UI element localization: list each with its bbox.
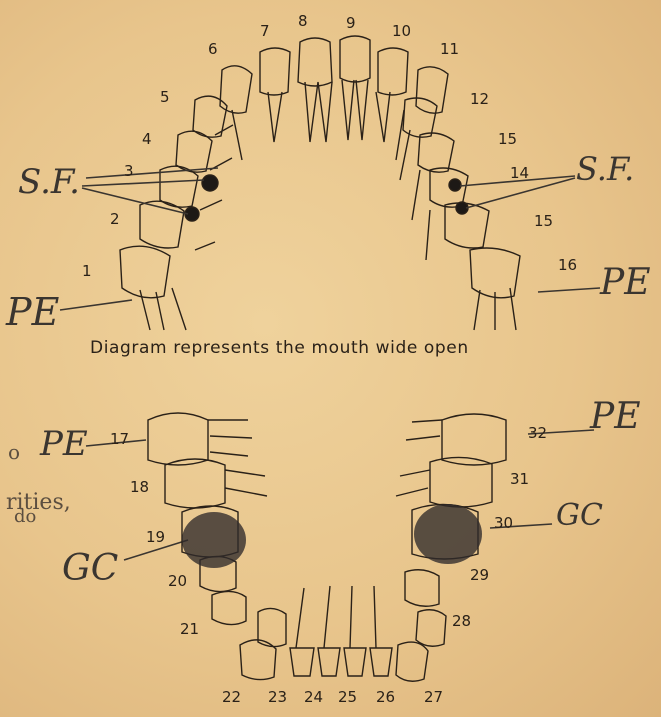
tooth-11 (416, 67, 448, 113)
tooth-6 (220, 66, 252, 113)
tooth-number: 10 (392, 22, 411, 40)
tooth-17 (148, 413, 208, 465)
tooth-27 (396, 642, 428, 681)
tooth-17-roots (208, 420, 252, 456)
tooth-23 (290, 648, 314, 676)
tooth-9 (340, 36, 370, 82)
gc-shading (182, 504, 482, 568)
pe-label-upper-left: PE (6, 290, 59, 334)
sf-markers (185, 175, 468, 221)
tooth-number: 14 (510, 164, 529, 182)
tooth-26 (370, 648, 392, 676)
tooth-number: 5 (160, 88, 170, 106)
tooth-number: 6 (208, 40, 218, 58)
tooth-21 (212, 591, 246, 624)
sf-label-right: S.F. (576, 150, 634, 188)
tooth-number: 15 (534, 212, 553, 230)
tooth-number: 32 (528, 424, 547, 442)
tooth-number: 27 (424, 688, 443, 706)
tooth-number: 15 (498, 130, 517, 148)
tooth-number: 2 (110, 210, 120, 228)
tooth-number: 1 (82, 262, 92, 280)
sf-label-left: S.F. (18, 162, 80, 202)
tooth-25 (344, 648, 366, 676)
tooth-10 (378, 48, 408, 95)
tooth-number: 17 (110, 430, 129, 448)
tooth-1 (120, 246, 170, 298)
canine-roots (232, 110, 404, 160)
tooth-12 (403, 98, 437, 137)
tooth-number: 16 (558, 256, 577, 274)
tooth-24 (318, 648, 340, 676)
pe-label-lower-right: PE (590, 396, 641, 437)
tooth-number: 25 (338, 688, 357, 706)
tooth-18-roots (225, 470, 267, 496)
tooth-number: 28 (452, 612, 471, 630)
tooth-number: 21 (180, 620, 199, 638)
tooth-16-roots (474, 288, 516, 330)
tooth-9-root (342, 80, 368, 140)
tooth-number: 30 (494, 514, 513, 532)
tooth-13 (418, 133, 454, 172)
annotation-leaders (60, 168, 600, 560)
gc-label-left: GC (62, 548, 118, 589)
tooth-7 (260, 48, 290, 95)
tooth-number: 31 (510, 470, 529, 488)
lower-incisor-roots (296, 586, 376, 648)
tooth-number: 20 (168, 572, 187, 590)
tooth-number: 22 (222, 688, 241, 706)
diagram-caption: Diagram represents the mouth wide open (90, 338, 469, 358)
tooth-number: 8 (298, 12, 308, 30)
tooth-1-roots (140, 288, 186, 330)
tooth-number: 24 (304, 688, 323, 706)
tooth-number: 9 (346, 14, 356, 32)
tooth-number: 3 (124, 162, 134, 180)
tooth-29 (405, 570, 439, 607)
tooth-18 (165, 459, 225, 508)
tooth-number: 29 (470, 566, 489, 584)
tooth-number: 23 (268, 688, 287, 706)
gc-label-right: GC (556, 498, 603, 533)
margin-text: o (8, 440, 20, 464)
tooth-8 (298, 38, 332, 86)
pe-label-upper-right: PE (600, 262, 651, 303)
tooth-number: 12 (470, 90, 489, 108)
tooth-number: 18 (130, 478, 149, 496)
tooth-number: 4 (142, 130, 152, 148)
tooth-number: 11 (440, 40, 459, 58)
tooth-16 (470, 248, 520, 298)
margin-text: do (14, 506, 36, 527)
tooth-number: 19 (146, 528, 165, 546)
right-lingual-edges (400, 130, 430, 260)
right-lower-roots (396, 420, 442, 496)
tooth-number: 26 (376, 688, 395, 706)
tooth-number: 7 (260, 22, 270, 40)
pe-label-lower-left: PE (40, 424, 88, 464)
tooth-28 (416, 610, 446, 647)
tooth-8-root (305, 82, 332, 142)
